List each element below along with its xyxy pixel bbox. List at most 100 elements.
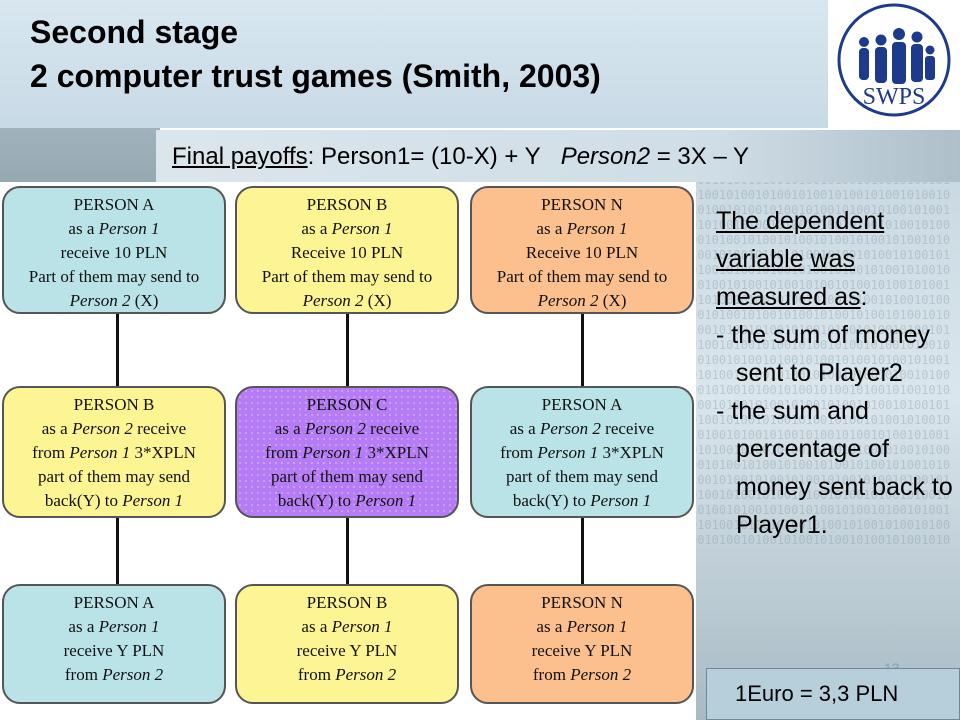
box-line-4: part of them may send <box>505 467 658 486</box>
box-line-4: from Person 2 <box>472 663 692 687</box>
connector-line <box>581 516 584 584</box>
box-text: receive <box>365 419 420 438</box>
box-text: receive <box>600 419 655 438</box>
box-text: from <box>297 665 336 684</box>
box-line-4: part of them may send <box>37 467 190 486</box>
connector-line <box>116 310 119 388</box>
payoff-band <box>156 130 960 182</box>
box-line-3: from Person 1 3*XPLN <box>237 441 457 465</box>
title-line-2: 2 computer trust games (Smith, 2003) <box>30 58 601 94</box>
box-text-italic: Person 1 <box>355 491 417 510</box>
right-decor-strip <box>696 130 960 720</box>
box-line-3: from Person 1 3*XPLN <box>472 441 692 465</box>
box-text-italic: Person 1 <box>302 443 364 462</box>
title-band <box>0 0 828 128</box>
box-text: as a <box>274 419 305 438</box>
box-text: as a <box>41 419 72 438</box>
box-line-2: as a Person 2 receive <box>4 417 224 441</box>
box-text-italic: Person 1 <box>98 617 160 636</box>
box-line-4: from Person 2 <box>4 663 224 687</box>
connector-line <box>346 516 349 584</box>
box-line-2: as a Person 1 <box>472 615 692 639</box>
box-text: as a <box>509 419 540 438</box>
box-text: as a <box>536 219 567 238</box>
box-text-italic: Person 1 <box>69 443 131 462</box>
box-text-italic: Person 2 <box>539 419 601 438</box>
box-text-italic: Person 2 <box>302 291 364 310</box>
box-text: back(Y) to <box>277 491 356 510</box>
box-text: (X) <box>363 291 392 310</box>
box-text-italic: Person 1 <box>566 617 628 636</box>
box-line-4: Part of them may send to <box>261 267 433 286</box>
box-text-italic: Person 2 <box>71 419 133 438</box>
logo-text: SWPS <box>863 84 926 110</box>
box-person-name: PERSON A <box>541 395 623 414</box>
box-text-italic: Person 1 <box>98 219 160 238</box>
dv-text: was <box>810 245 855 273</box>
box-text-italic: Person 1 <box>537 443 599 462</box>
box-person-name: PERSON B <box>306 195 388 214</box>
box-text-italic: Person 2 <box>570 665 632 684</box>
box-line-2: as a Person 2 receive <box>472 417 692 441</box>
dv-item: - the sum and percentage of money sent b… <box>716 397 953 539</box>
box-text-italic: Person 1 <box>331 617 393 636</box>
box-line-2: as a Person 1 <box>4 615 224 639</box>
box-text: back(Y) to <box>44 491 123 510</box>
box-text: 3*XPLN <box>363 443 429 462</box>
box-text-italic: Person 1 <box>331 219 393 238</box>
box-text: from <box>32 443 70 462</box>
dv-text <box>804 245 811 273</box>
dv-text: : <box>860 283 868 311</box>
box-text: from <box>532 665 571 684</box>
swps-logo-icon: SWPS <box>837 3 951 117</box>
box-r2c1: PERSON B as a Person 2 receive from Pers… <box>2 386 226 518</box>
box-line-5: Person 2 (X) <box>472 289 692 313</box>
box-person-name: PERSON B <box>73 395 155 414</box>
dv-heading: The dependent variable was measured as: <box>716 202 956 316</box>
payoffs-label: Final payoffs <box>172 143 308 170</box>
box-text-italic: Person 2 <box>69 291 131 310</box>
box-r3c1: PERSON A as a Person 1 receive Y PLN fro… <box>2 584 226 704</box>
dv-text: The dependent <box>716 207 885 235</box>
box-line-3: Receive 10 PLN <box>525 243 639 262</box>
box-line-2: as a Person 1 <box>472 217 692 241</box>
box-person-name: PERSON C <box>306 395 388 414</box>
box-text: as a <box>68 617 99 636</box>
box-text: back(Y) to <box>512 491 591 510</box>
box-r1c2: PERSON B as a Person 1 Receive 10 PLN Pa… <box>235 186 459 314</box>
box-text: from <box>500 443 538 462</box>
box-text-italic: Person 2 <box>102 665 164 684</box>
payoffs-person1: Person1= (10-X) + Y <box>320 143 541 170</box>
dv-item: - the sum of money sent to Player2 <box>716 321 930 387</box>
box-line-5: back(Y) to Person 1 <box>237 489 457 513</box>
dependent-variable-text: The dependent variable was measured as: … <box>716 202 956 544</box>
box-r1c3: PERSON N as a Person 1 Receive 10 PLN Pa… <box>470 186 694 314</box>
box-person-name: PERSON B <box>306 593 388 612</box>
box-line-2: as a Person 1 <box>237 615 457 639</box>
box-text: as a <box>536 617 567 636</box>
box-line-3: Receive 10 PLN <box>290 243 404 262</box>
box-line-3: receive Y PLN <box>531 641 633 660</box>
box-line-2: as a Person 2 receive <box>237 417 457 441</box>
box-text-italic: Person 1 <box>590 491 652 510</box>
box-person-name: PERSON N <box>541 593 623 612</box>
swps-logo: SWPS <box>828 0 960 128</box>
box-line-4: from Person 2 <box>237 663 457 687</box>
dv-text: variable <box>716 245 804 273</box>
box-text-italic: Person 1 <box>566 219 628 238</box>
box-text: receive <box>132 419 187 438</box>
box-text: as a <box>301 617 332 636</box>
box-text: 3*XPLN <box>130 443 196 462</box>
box-line-2: as a Person 1 <box>237 217 457 241</box>
connector-line <box>116 516 119 584</box>
box-r3c3: PERSON N as a Person 1 receive Y PLN fro… <box>470 584 694 704</box>
box-r3c2: PERSON B as a Person 1 receive Y PLN fro… <box>235 584 459 704</box>
box-line-3: receive Y PLN <box>296 641 398 660</box>
payoffs-person2-formula: = 3X – Y <box>650 143 750 170</box>
box-text: (X) <box>130 291 159 310</box>
box-line-4: part of them may send <box>270 467 423 486</box>
box-line-3: receive 10 PLN <box>60 243 168 262</box>
box-r1c1: PERSON A as a Person 1 receive 10 PLN Pa… <box>2 186 226 314</box>
box-line-5: Person 2 (X) <box>237 289 457 313</box>
box-text: from <box>265 443 303 462</box>
